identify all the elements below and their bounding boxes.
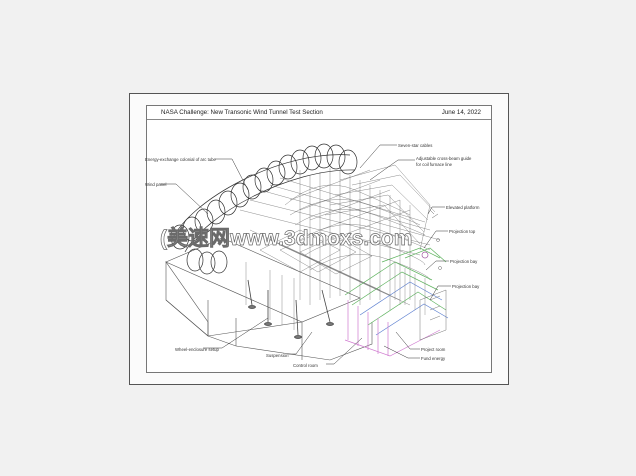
- arc-tube-coil: [170, 143, 358, 275]
- watermark-text: (美速网www.3dmoxs.com: [160, 226, 412, 250]
- label-wheel-setup: Wheel-enclosure setup: [175, 347, 220, 352]
- title-block: NASA Challenge: New Transonic Wind Tunne…: [147, 106, 491, 120]
- sheet-title: NASA Challenge: New Transonic Wind Tunne…: [161, 109, 323, 116]
- elevated-platform-marks: [429, 209, 442, 270]
- label-fund-energy: Fund energy: [421, 356, 446, 361]
- label-energy-exchange: Energy-exchange colonial of arc tube: [145, 157, 217, 162]
- label-projection-top: Projection top: [449, 229, 476, 234]
- label-suspension: Suspension: [266, 353, 289, 358]
- label-wind-panel: Wind panel: [145, 182, 167, 187]
- leader-lines: [160, 144, 451, 365]
- label-elevated-platform: Elevated platform: [446, 205, 480, 210]
- label-control-room: Control room: [293, 363, 318, 368]
- projection-bays: [344, 247, 449, 357]
- label-projection-bay-2: Projection bay: [452, 284, 480, 289]
- label-project-room: Project room: [421, 347, 446, 352]
- ground-block: [165, 237, 373, 361]
- drawing-border: NASA Challenge: New Transonic Wind Tunne…: [146, 105, 492, 373]
- sheet-date: June 14, 2022: [441, 109, 481, 116]
- label-adjustable-guide-2: for coil furnace line: [416, 162, 453, 167]
- drawing-sheet: NASA Challenge: New Transonic Wind Tunne…: [129, 93, 509, 385]
- support-structure: [239, 164, 441, 330]
- label-adjustable-guide: Adjustable cross-beam guide: [416, 156, 472, 161]
- support-legs: [247, 279, 334, 339]
- label-projection-bay-1: Projection bay: [450, 259, 478, 264]
- label-seven-star-cables: Seven-star cables: [398, 143, 432, 148]
